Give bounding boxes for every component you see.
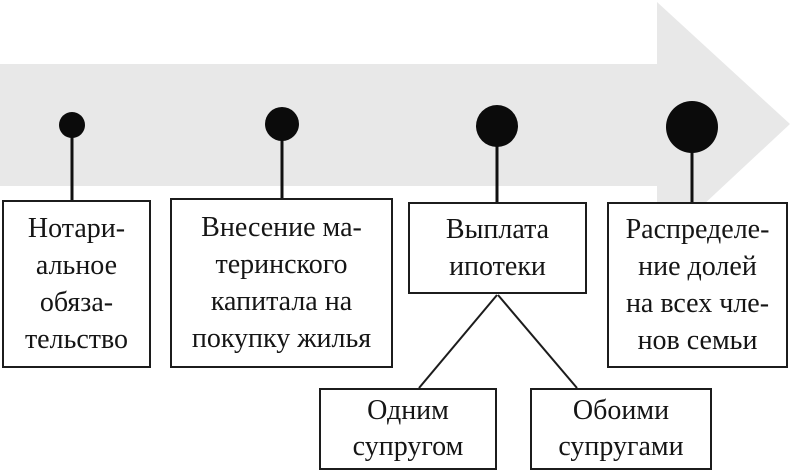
milestone-box-mortgage-payment: Выплата ипотеки [408, 202, 587, 294]
milestone-marker-2-icon [265, 107, 299, 141]
branch-box-one-spouse: Одним супругом [319, 388, 497, 470]
branch-connector-right [497, 294, 578, 389]
milestone-box-notary-obligation: Нотари- альное обяза- тельство [2, 200, 151, 368]
milestone-marker-4-icon [666, 101, 718, 153]
milestone-box-maternity-capital-contribution: Внесение ма- теринского капитала на поку… [170, 198, 393, 368]
milestone-marker-3-icon [476, 105, 518, 147]
branch-connector-left [418, 294, 498, 389]
branch-box-both-spouses: Обоими супругами [530, 388, 712, 470]
milestone-box-share-distribution: Распределе- ние долей на всех чле- нов с… [607, 202, 788, 368]
milestone-marker-1-icon [59, 112, 85, 138]
timeline-arrow [0, 2, 790, 248]
